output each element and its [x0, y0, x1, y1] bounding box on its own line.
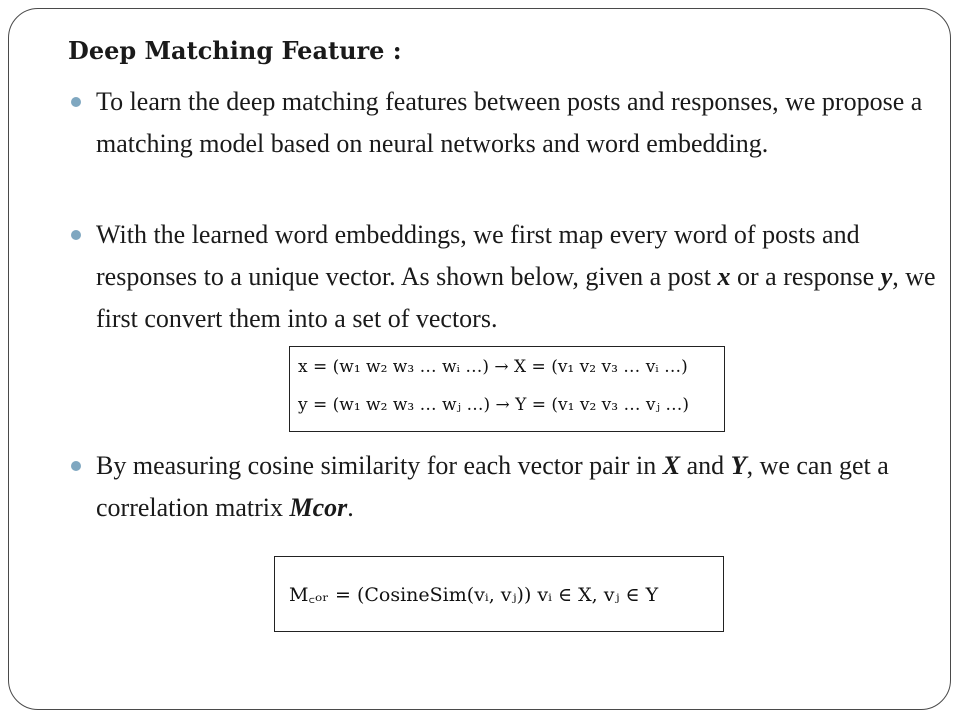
var-X: X [662, 451, 681, 480]
bullet-2-text-c: , we first convert them into a set of ve… [96, 262, 936, 333]
formula-mapping-box: x = (w₁ w₂ w₃ … wᵢ …) → X = (v₁ v₂ v₃ … … [289, 346, 725, 432]
slide-frame [8, 8, 951, 710]
bullet-dot [71, 461, 81, 471]
bullet-3-text-b: and [680, 451, 731, 480]
bullet-dot [71, 97, 81, 107]
bullet-3-text-c: , we can get a correlation matrix [96, 451, 889, 522]
bullet-3-text-a: By measuring cosine similarity for each … [96, 451, 663, 480]
var-x: x [717, 262, 731, 291]
bullet-1: To learn the deep matching features betw… [96, 81, 936, 165]
bullet-2-text-b: or a response [730, 262, 881, 291]
var-Y: Y [730, 451, 747, 480]
bullet-3-text-d: . [347, 493, 354, 522]
bullet-2-text-a: With the learned word embeddings, we fir… [96, 220, 860, 291]
bullet-2: With the learned word embeddings, we fir… [96, 214, 936, 340]
bullet-dot [71, 230, 81, 240]
formula-correlation-box: M꜀ₒᵣ = (CosineSim(vᵢ, vⱼ)) vᵢ ∈ X, vⱼ ∈ … [274, 556, 724, 632]
bullet-1-text: To learn the deep matching features betw… [96, 87, 923, 158]
slide-heading: Deep Matching Feature : [68, 36, 402, 65]
var-Mcor: Mcor [289, 493, 348, 522]
var-y: y [880, 262, 893, 291]
formula-mcor: M꜀ₒᵣ = (CosineSim(vᵢ, vⱼ)) vᵢ ∈ X, vⱼ ∈ … [289, 584, 659, 606]
bullet-3: By measuring cosine similarity for each … [96, 445, 936, 529]
formula-line-y: y = (w₁ w₂ w₃ … wⱼ …) → Y = (v₁ v₂ v₃ … … [298, 395, 690, 415]
formula-line-x: x = (w₁ w₂ w₃ … wᵢ …) → X = (v₁ v₂ v₃ … … [298, 357, 688, 377]
